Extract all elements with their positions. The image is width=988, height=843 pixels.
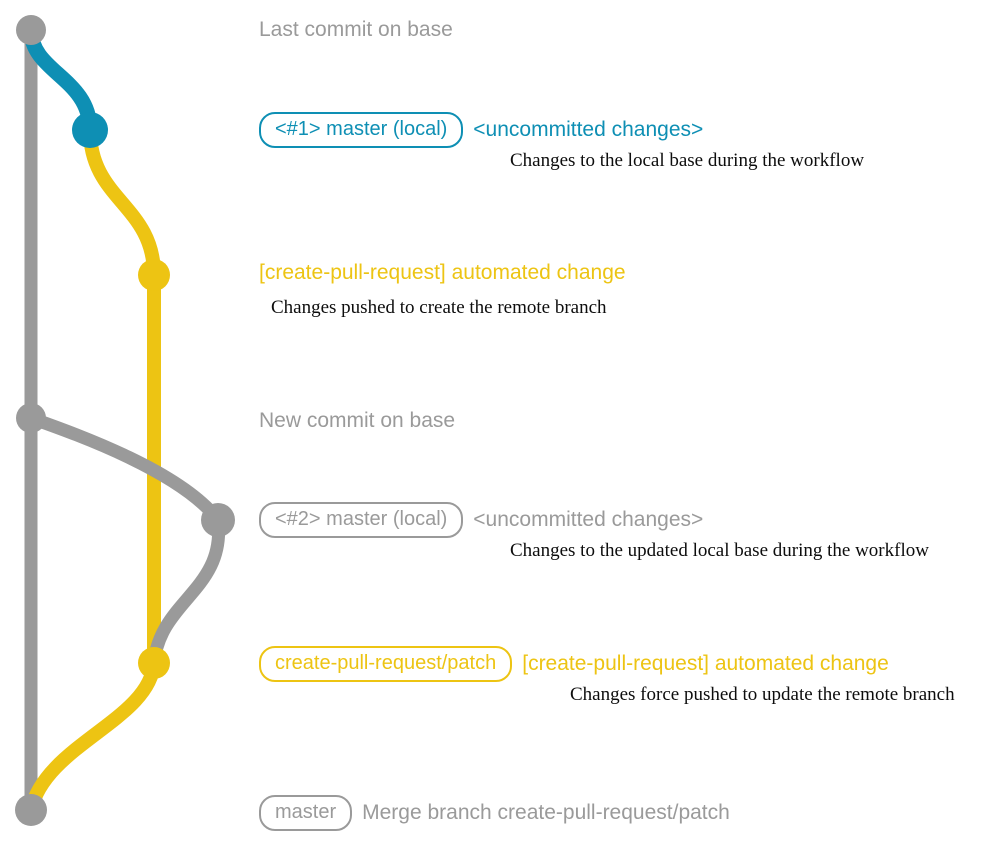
commit-subject: <uncommitted changes> [473,117,704,141]
node-automated-commit-2 [138,647,170,679]
gray-branch-line-down [147,513,226,670]
commit-subject: Last commit on base [259,18,453,41]
commit-subject: Merge branch create-pull-request/patch [362,800,730,824]
commit-description: Changes force pushed to update the remot… [570,684,955,705]
gold-merge-line [24,656,161,817]
node-base-commit-2 [16,403,46,433]
commit-entry-last-commit-on-base: Last commit on base [259,18,453,42]
commit-subject: [create-pull-request] automated change [522,651,889,675]
branch-badge-create-pull-request-patch[interactable]: create-pull-request/patch [259,646,513,682]
gold-branch-line-top [83,123,161,282]
gray-branch-line [24,411,225,527]
node-local-commit-1 [72,112,108,148]
commit-subject: <uncommitted changes> [473,507,704,531]
commit-subject: New commit on base [259,409,456,432]
node-merge-commit [15,794,47,826]
commit-entry-automated-change-2: create-pull-request/patch [create-pull-r… [259,646,889,682]
node-automated-commit-1 [138,259,170,291]
commit-description: Changes to the local base during the wor… [510,150,865,171]
commit-entry-merge-branch: master Merge branch create-pull-request/… [259,795,730,831]
commit-entry-new-commit-on-base: New commit on base [259,409,455,433]
commit-entry-local-changes-2: <#2> master (local) <uncommitted changes… [259,502,703,538]
commit-subject: [create-pull-request] automated change [259,261,626,284]
branch-badge-master-local-2[interactable]: <#2> master (local) [259,502,464,538]
node-base-commit-1 [16,15,46,45]
commit-entry-local-changes-1: <#1> master (local) <uncommitted changes… [259,112,703,148]
branch-badge-master-local-1[interactable]: <#1> master (local) [259,112,464,148]
commit-description: Changes to the updated local base during… [510,540,929,561]
branch-badge-master[interactable]: master [259,795,353,831]
commit-description: Changes pushed to create the remote bran… [271,297,607,318]
commit-entry-automated-change-1: [create-pull-request] automated change [259,261,626,285]
node-local-commit-2 [201,503,235,537]
